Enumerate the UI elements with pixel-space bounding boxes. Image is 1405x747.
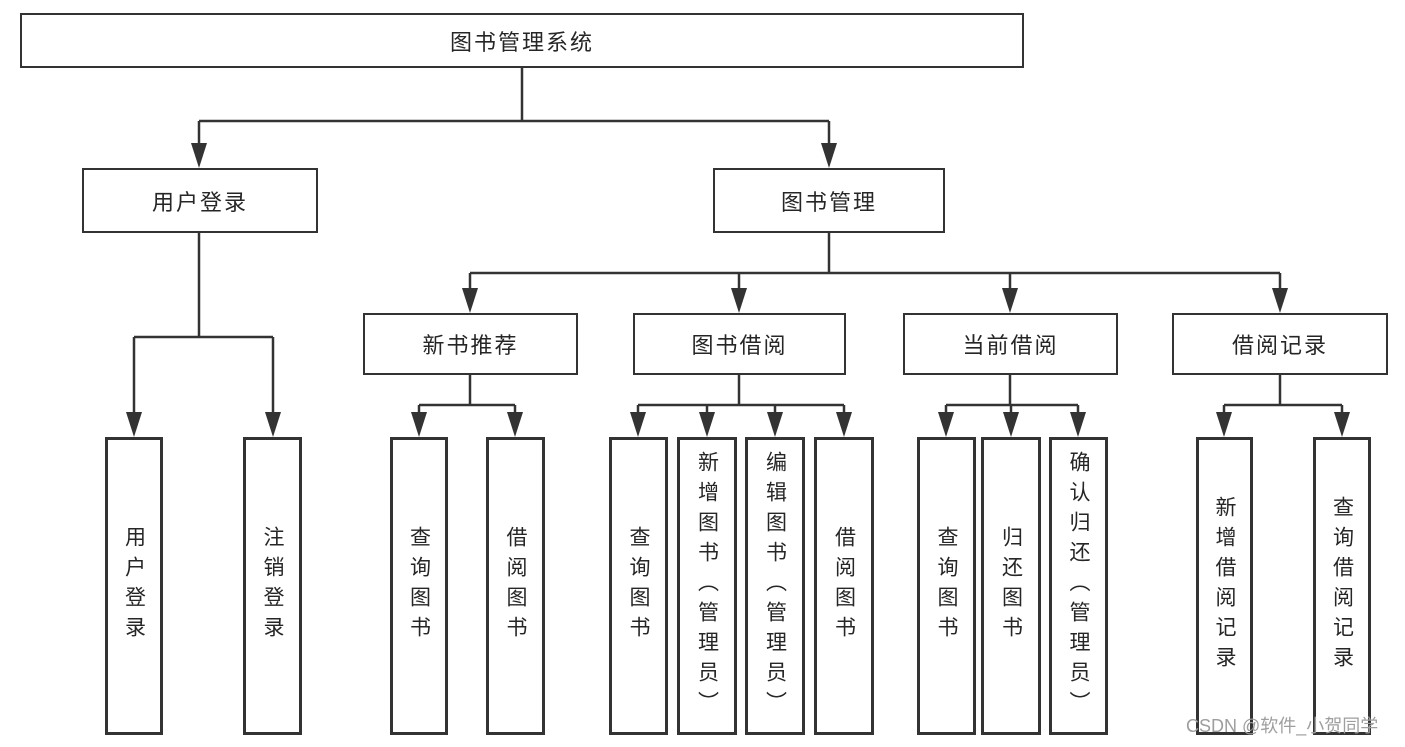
node-leaf-query-books-2: 查询图书: [609, 437, 668, 735]
node-label: 归还图书: [999, 526, 1023, 646]
node-label: 新增图书（管理员）: [695, 451, 719, 721]
node-label: 查询图书: [407, 526, 431, 646]
node-label: 查询图书: [627, 526, 650, 646]
node-label: 图书管理系统: [449, 29, 594, 55]
node-book-borrow: 图书借阅: [633, 313, 846, 375]
node-leaf-borrow-books-1: 借阅图书: [486, 437, 545, 735]
node-label: 借阅图书: [832, 526, 856, 646]
csdn-watermark: CSDN @软件_小贺同学: [1186, 716, 1379, 736]
node-leaf-query-borrow-record: 查询借阅记录: [1313, 437, 1371, 735]
node-new-book-recommend: 新书推荐: [363, 313, 578, 375]
node-leaf-query-books-3: 查询图书: [917, 437, 976, 735]
node-label: 查询图书: [935, 526, 958, 646]
node-label: 图书管理: [780, 189, 877, 215]
node-user-login: 用户登录: [82, 168, 318, 233]
node-leaf-query-books-1: 查询图书: [390, 437, 448, 735]
node-label: 确认归还（管理员）: [1067, 451, 1090, 721]
node-leaf-edit-books-admin: 编辑图书（管理员）: [745, 437, 805, 735]
node-leaf-add-borrow-record: 新增借阅记录: [1196, 437, 1253, 735]
node-library-management-system: 图书管理系统: [20, 13, 1024, 68]
node-label: 用户登录: [122, 526, 146, 646]
node-label: 当前借阅: [962, 333, 1059, 358]
node-current-borrow: 当前借阅: [903, 313, 1118, 375]
node-label: 新书推荐: [422, 333, 519, 358]
node-leaf-confirm-return-admin: 确认归还（管理员）: [1049, 437, 1108, 735]
node-label: 用户登录: [151, 189, 248, 215]
node-label: 编辑图书（管理员）: [763, 451, 787, 721]
node-label: 新增借阅记录: [1213, 496, 1236, 676]
node-borrow-record: 借阅记录: [1172, 313, 1388, 375]
node-leaf-borrow-books-2: 借阅图书: [814, 437, 874, 735]
node-label: 图书借阅: [691, 333, 788, 358]
node-leaf-user-login: 用户登录: [105, 437, 163, 735]
node-label: 查询借阅记录: [1330, 496, 1354, 676]
node-label: 借阅图书: [504, 526, 527, 646]
node-leaf-return-books: 归还图书: [981, 437, 1041, 735]
node-label: 借阅记录: [1231, 333, 1328, 358]
node-leaf-add-books-admin: 新增图书（管理员）: [677, 437, 737, 735]
node-book-management: 图书管理: [713, 168, 945, 233]
node-label: 注销登录: [261, 526, 284, 646]
node-leaf-logout: 注销登录: [243, 437, 302, 735]
